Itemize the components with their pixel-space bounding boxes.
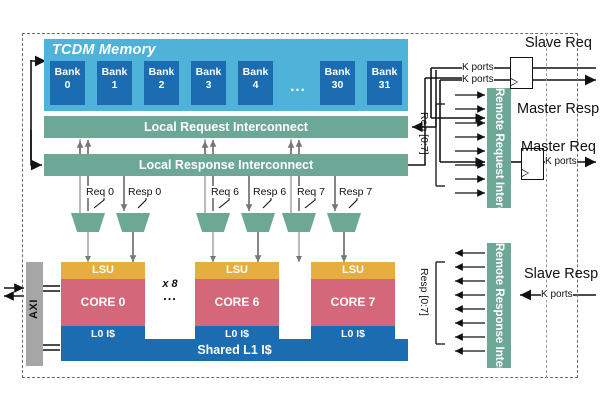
l0-icache-core-0: L0 I$ xyxy=(61,326,145,343)
mux-resp-7 xyxy=(327,213,361,232)
bank-word: Bank xyxy=(371,66,398,78)
k-ports-label-2: K ports xyxy=(462,74,494,85)
core-repeat-multiplier: x 8 xyxy=(162,278,178,290)
mux-req-0 xyxy=(71,213,105,232)
signal-label-resp-0: Resp 0 xyxy=(128,186,162,198)
bank-index: 31 xyxy=(378,79,391,92)
bank-index: 4 xyxy=(252,79,259,92)
lsu-core-7: LSU xyxy=(311,262,395,279)
bank-index: 1 xyxy=(111,79,118,92)
clock-triangle-inner-icon xyxy=(511,79,517,85)
bank-index: 3 xyxy=(205,79,212,92)
local-response-interconnect: Local Response Interconnect xyxy=(44,154,408,176)
core-repeat-dots: ... xyxy=(163,288,177,303)
lsu-core-0: LSU xyxy=(61,262,145,279)
signal-label-resp-7: Resp 7 xyxy=(339,186,373,198)
bank-index: 0 xyxy=(64,79,71,92)
master-req-register xyxy=(521,148,544,180)
bank-word: Bank xyxy=(195,66,222,78)
bank-word: Bank xyxy=(101,66,128,78)
resp-bus-label: Resp [0:7] xyxy=(418,268,430,316)
remote-response-interconnect: Remote Response Interconnect xyxy=(487,243,511,400)
l0-icache-core-6: L0 I$ xyxy=(195,326,279,343)
core-7: CORE 7 xyxy=(311,279,395,326)
mux-resp-6 xyxy=(241,213,275,232)
signal-label-req-6: Req 6 xyxy=(211,186,240,198)
k-ports-label-1: K ports xyxy=(462,62,494,73)
cluster-boundary xyxy=(22,33,578,378)
signal-label-resp-6: Resp 6 xyxy=(253,186,287,198)
l0-icache-core-7: L0 I$ xyxy=(311,326,395,343)
chip-boundary-divider xyxy=(546,33,547,378)
remote-request-interconnect-label: Remote Request Interconnect xyxy=(493,88,505,251)
remote-response-interconnect-label: Remote Response Interconnect xyxy=(493,243,505,400)
mux-req-7 xyxy=(282,213,316,232)
k-ports-master-req-label: K ports xyxy=(545,156,577,167)
bank-index: 30 xyxy=(331,79,344,92)
mux-req-6 xyxy=(196,213,230,232)
k-ports-slave-resp-label: K ports xyxy=(541,289,573,300)
signal-label-req-7: Req 7 xyxy=(297,186,326,198)
signal-label-req-0: Req 0 xyxy=(86,186,115,198)
bank-index: 2 xyxy=(158,79,165,92)
req-bus-label: Req [0:7] xyxy=(418,112,430,155)
slave-req-register xyxy=(510,57,533,89)
tcdm-title: TCDM Memory xyxy=(52,42,156,58)
local-request-interconnect: Local Request Interconnect xyxy=(44,116,408,138)
clock-triangle-inner-icon xyxy=(522,170,528,176)
mux-resp-0 xyxy=(116,213,150,232)
bank-word: Bank xyxy=(148,66,175,78)
master-resp-label: Master Resp xyxy=(517,101,600,117)
core-6: CORE 6 xyxy=(195,279,279,326)
master-req-label: Master Req xyxy=(521,139,596,155)
bank-ellipsis: ... xyxy=(290,78,306,95)
lsu-core-6: LSU xyxy=(195,262,279,279)
core-0: CORE 0 xyxy=(61,279,145,326)
remote-request-interconnect: Remote Request Interconnect xyxy=(487,88,511,251)
shared-l1-icache: Shared L1 I$ xyxy=(61,339,408,361)
axi-label: AXI xyxy=(28,299,40,319)
bank-word: Bank xyxy=(54,66,81,78)
axi-bus-bar: AXI xyxy=(26,262,43,366)
slave-resp-label: Slave Resp xyxy=(524,266,599,282)
bank-word: Bank xyxy=(242,66,269,78)
slave-req-label: Slave Req xyxy=(525,35,592,51)
bank-word: Bank xyxy=(324,66,351,78)
